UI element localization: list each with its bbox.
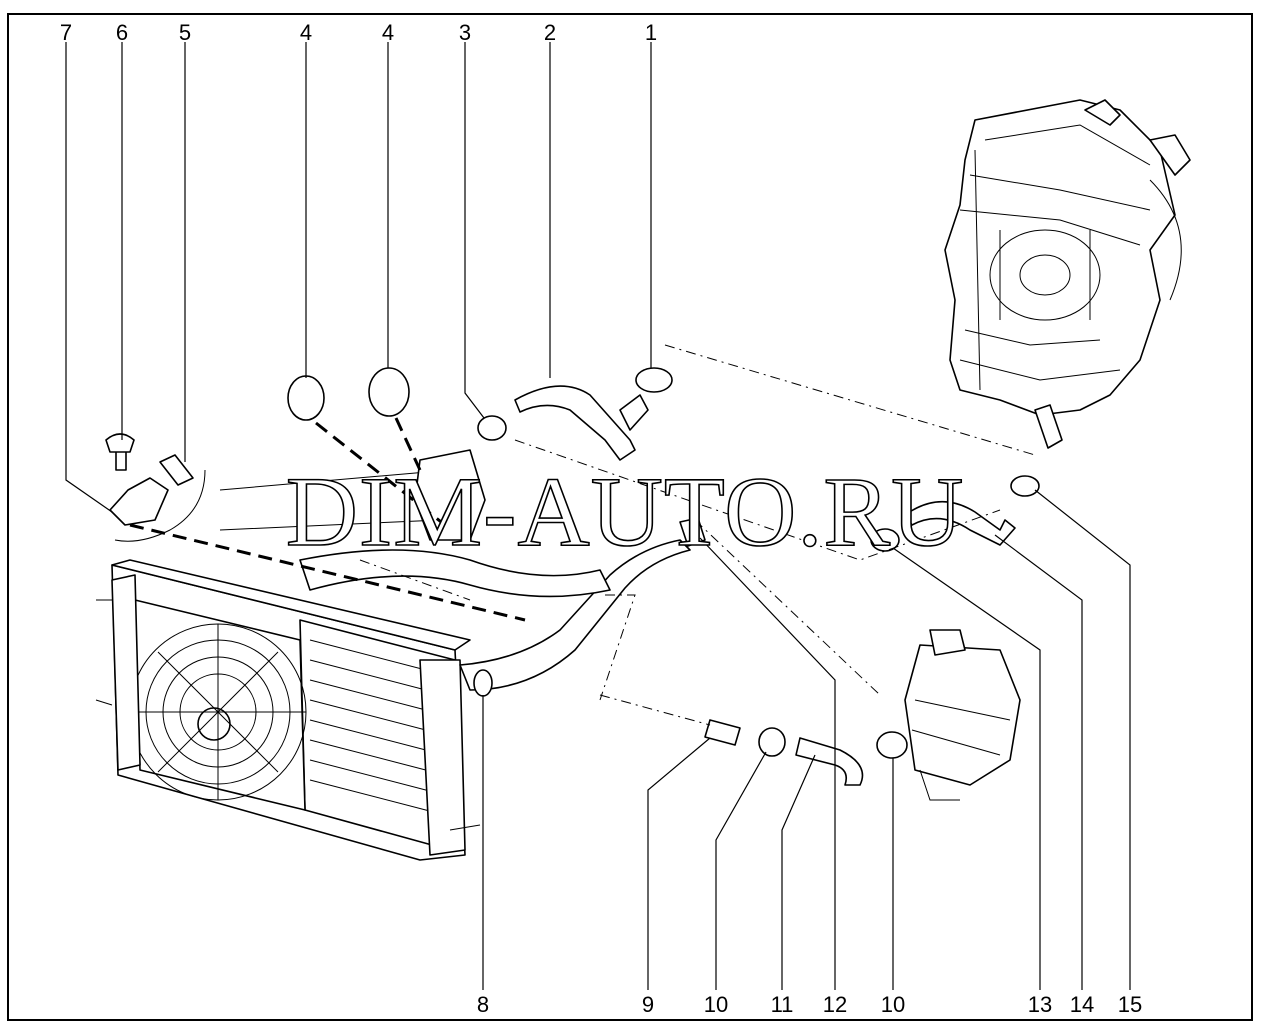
watermark: DIM-AUTO.RU <box>286 456 965 567</box>
clamp-4b <box>368 367 410 417</box>
callout-8: 8 <box>477 992 489 1017</box>
clamp-10a <box>758 727 786 757</box>
callout-15: 15 <box>1118 992 1142 1017</box>
hose-14 <box>904 500 1016 546</box>
callout-4b: 4 <box>382 20 394 45</box>
clamp-13 <box>870 528 900 552</box>
clamp-1 <box>635 367 673 393</box>
routing-lines <box>129 344 1036 726</box>
callout-11: 11 <box>771 992 794 1017</box>
callout-3: 3 <box>459 20 471 45</box>
clamp-3 <box>477 415 507 441</box>
parts-group <box>105 367 1040 786</box>
fitting-12 <box>679 517 706 547</box>
callout-6: 6 <box>116 20 128 45</box>
clamp-4a <box>287 375 325 421</box>
expansion-tank <box>904 629 1021 801</box>
callout-10a: 10 <box>704 992 728 1017</box>
hose-11 <box>795 737 864 786</box>
radiator-assembly <box>95 559 481 861</box>
sleeve-5 <box>159 454 194 486</box>
diagram-border <box>7 13 1253 1021</box>
clamp-8 <box>473 669 493 697</box>
callout-5: 5 <box>179 20 191 45</box>
callout-4a: 4 <box>300 20 312 45</box>
callout-2: 2 <box>544 20 556 45</box>
sleeve-9 <box>704 719 741 746</box>
callout-13: 13 <box>1028 992 1052 1017</box>
callout-14: 14 <box>1070 992 1094 1017</box>
callout-9: 9 <box>642 992 654 1017</box>
leader-lines <box>65 42 1131 990</box>
callout-7: 7 <box>60 20 72 45</box>
clamp-15 <box>1010 475 1040 497</box>
callout-labels: 7 6 5 4 4 3 2 1 8 9 10 11 12 10 13 14 15 <box>60 20 1142 1017</box>
callout-12: 12 <box>823 992 847 1017</box>
callout-1: 1 <box>645 20 657 45</box>
bolt-6 <box>105 433 135 471</box>
sensor-7 <box>109 477 169 526</box>
coolant-pipe <box>219 449 691 691</box>
heater-unit <box>944 99 1191 449</box>
hose-2 <box>514 385 636 461</box>
callout-10b: 10 <box>881 992 905 1017</box>
clamp-10b <box>876 731 908 759</box>
